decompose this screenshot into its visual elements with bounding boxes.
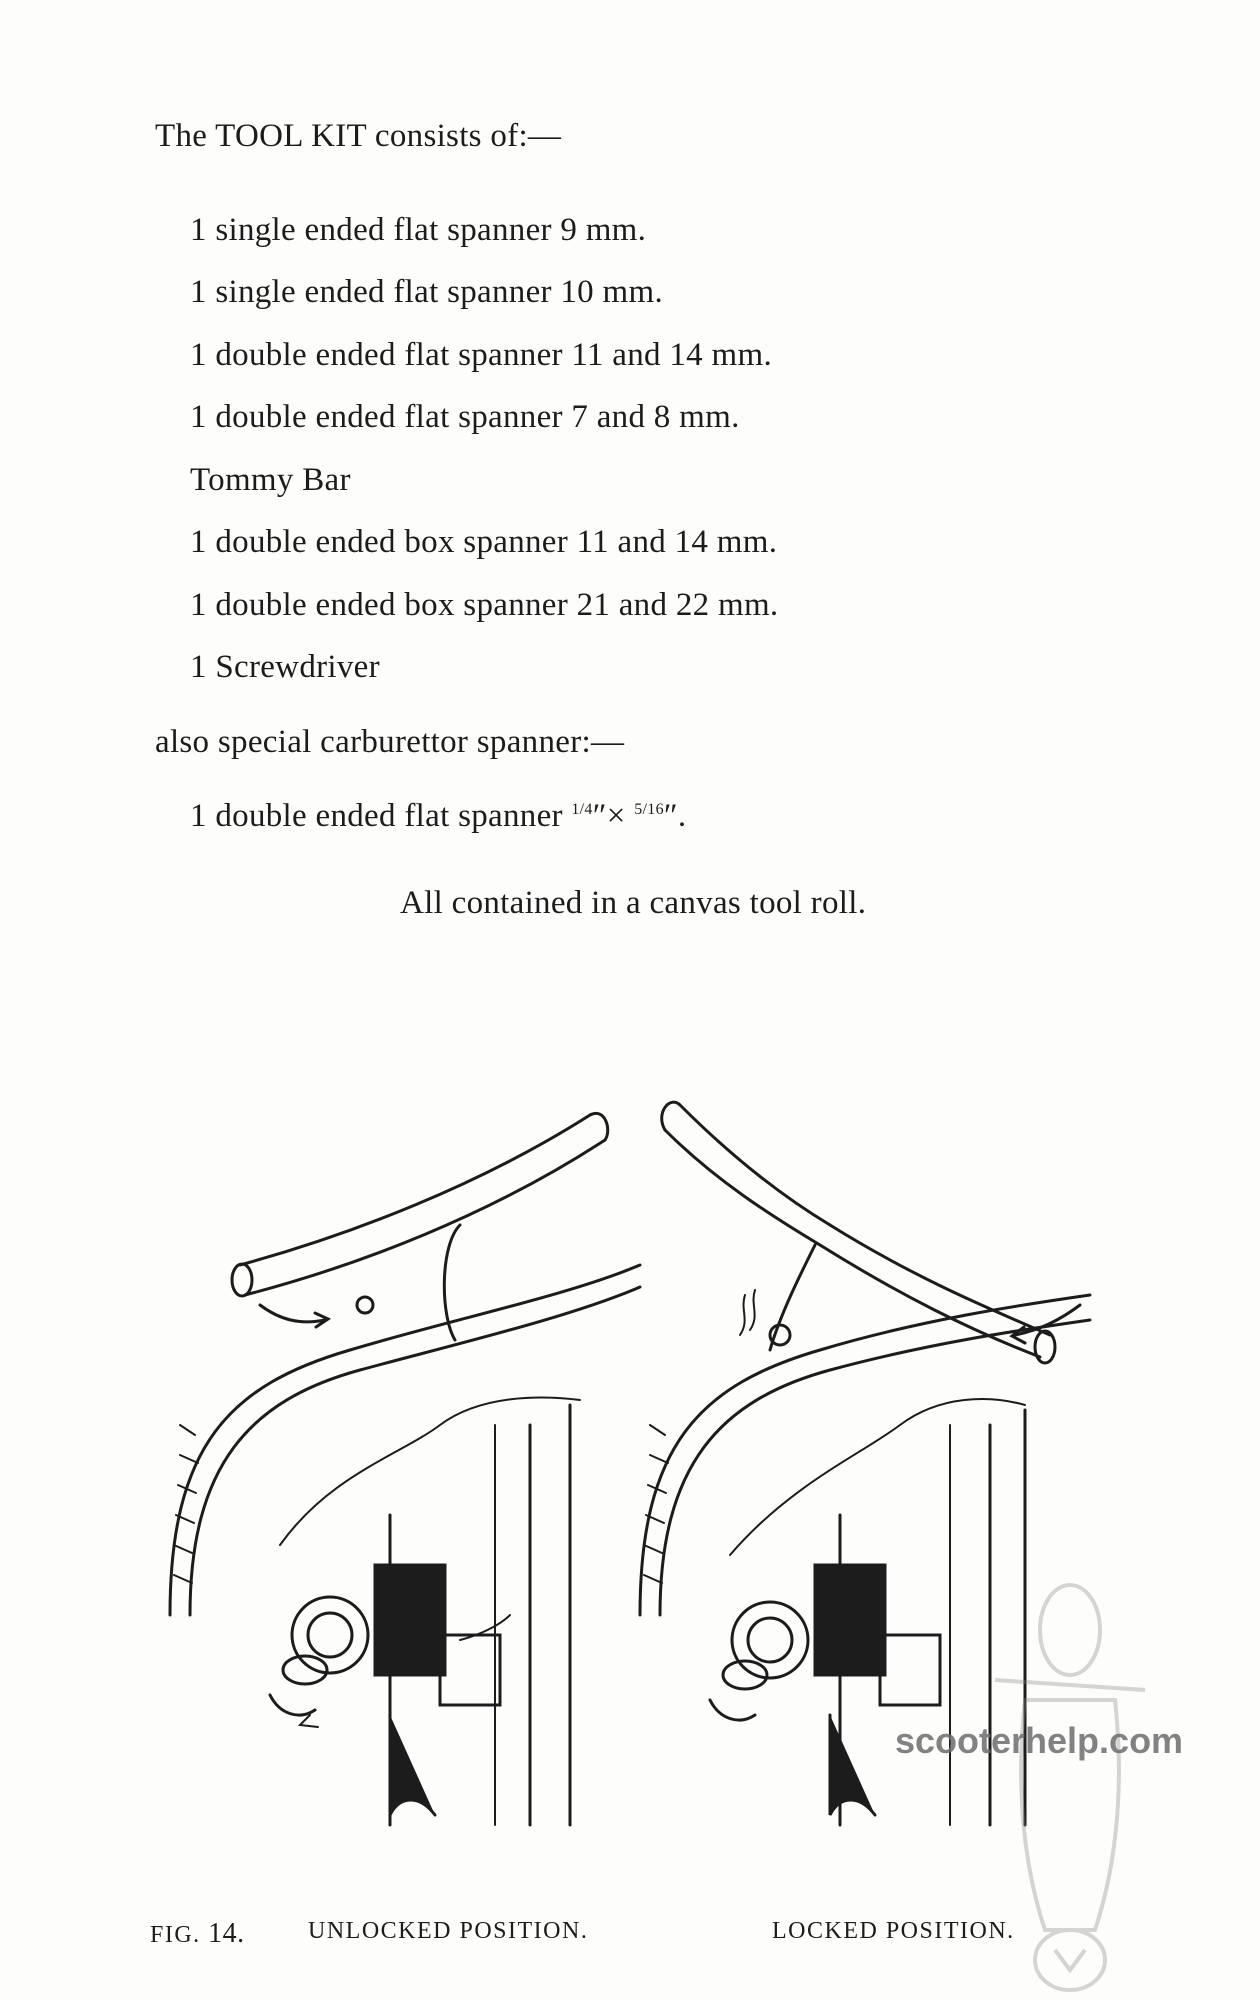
- fraction-quarter: 1/4: [571, 801, 593, 818]
- caption-locked: LOCKED POSITION.: [772, 1918, 1015, 1944]
- kit-item: Tommy Bar: [190, 462, 351, 498]
- kit-item: 1 double ended flat spanner 11 and 14 mm…: [190, 337, 773, 373]
- special-spanner-heading: also special carburettor spanner:—: [155, 724, 625, 760]
- scooter-watermark-icon: [994, 1583, 1146, 1992]
- locked-diagram: [638, 1100, 1092, 1827]
- unlocked-diagram: [168, 1111, 642, 1827]
- steering-lock-illustration: [168, 1100, 1092, 1827]
- kit-item: 1 double ended box spanner 21 and 22 mm.: [190, 587, 779, 623]
- caption-unlocked: UNLOCKED POSITION.: [308, 1918, 589, 1944]
- kit-item: 1 double ended flat spanner 7 and 8 mm.: [190, 399, 740, 435]
- figure-label: FIG. 14.: [150, 1918, 245, 1950]
- tool-roll-note: All contained in a canvas tool roll.: [400, 885, 867, 921]
- kit-item: 1 double ended box spanner 11 and 14 mm.: [190, 524, 778, 560]
- special-suffix: ″.: [663, 798, 687, 834]
- tool-kit-heading: The TOOL KIT consists of:—: [155, 118, 562, 154]
- special-prefix: 1 double ended flat spanner: [190, 798, 572, 834]
- fig-number: 14.: [208, 1918, 245, 1949]
- kit-item: 1 single ended flat spanner 10 mm.: [190, 274, 664, 310]
- watermark-text: scooterhelp.com: [895, 1720, 1184, 1761]
- kit-item: 1 single ended flat spanner 9 mm.: [190, 212, 647, 248]
- special-mid: ″×: [592, 798, 635, 834]
- fraction-five-sixteenths: 5/16: [634, 801, 664, 818]
- special-spanner-item: 1 double ended flat spanner 1/4″× 5/16″.: [190, 798, 687, 835]
- fig-label: FIG.: [150, 1922, 201, 1948]
- kit-item: 1 Screwdriver: [190, 649, 380, 685]
